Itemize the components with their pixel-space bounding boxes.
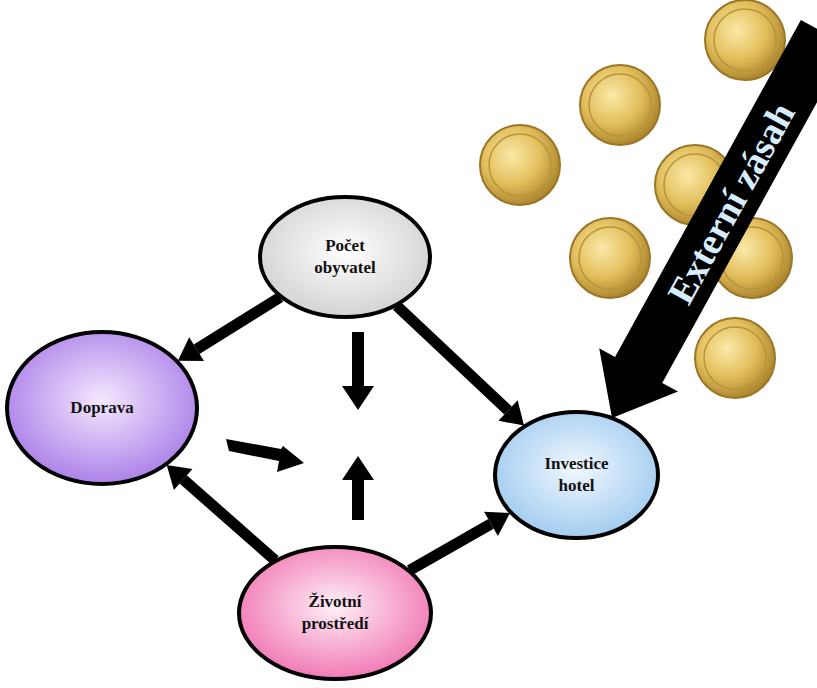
ellipse-shape: [260, 197, 430, 317]
coin: [570, 218, 650, 298]
influence-arrow: [178, 297, 280, 361]
coin: [580, 65, 660, 145]
arrow-shaft: [410, 524, 491, 570]
node-label: Doprava: [70, 397, 133, 419]
node-label: Investice hotel: [527, 453, 627, 497]
ellipse-outline: [258, 195, 432, 319]
arrow-head: [498, 400, 524, 425]
coin: [480, 125, 560, 205]
center-arrows: [226, 332, 374, 520]
transport-ellipse: Doprava: [5, 330, 199, 486]
arrow-shaft: [183, 479, 275, 560]
center-arrow: [342, 332, 374, 410]
environment-ellipse: Životní prostředí: [237, 545, 433, 681]
hotel-ellipse: Investice hotel: [493, 410, 660, 540]
external-arrow: [599, 20, 817, 418]
coin: [705, 0, 785, 80]
node-text-group: Investice hotel: [527, 453, 627, 497]
population-ellipse: Počet obyvatel: [258, 195, 432, 319]
ellipse-shape: [495, 412, 658, 538]
node-text-group: Počet obyvatel: [295, 235, 395, 279]
arrow-head: [484, 512, 510, 536]
ellipse-shape: [239, 547, 431, 679]
coin: [695, 318, 775, 398]
arrow-head: [178, 337, 204, 361]
ellipse-shape: [7, 332, 197, 484]
node-label: Počet obyvatel: [295, 235, 395, 279]
influence-arrow: [410, 512, 510, 571]
ellipse-outline: [237, 545, 433, 681]
center-arrow: [226, 439, 304, 472]
arrow-shaft: [197, 297, 281, 349]
arrow-shaft: [397, 306, 508, 411]
node-label: Životní prostředí: [285, 591, 385, 635]
influence-arrow: [397, 306, 524, 426]
node-text-group: Životní prostředí: [285, 591, 385, 635]
node-text-group: Doprava: [70, 397, 133, 419]
arrow-head: [167, 465, 193, 490]
ellipse-outline: [493, 410, 660, 540]
influence-arrow: [167, 465, 275, 560]
center-arrow: [342, 456, 374, 520]
